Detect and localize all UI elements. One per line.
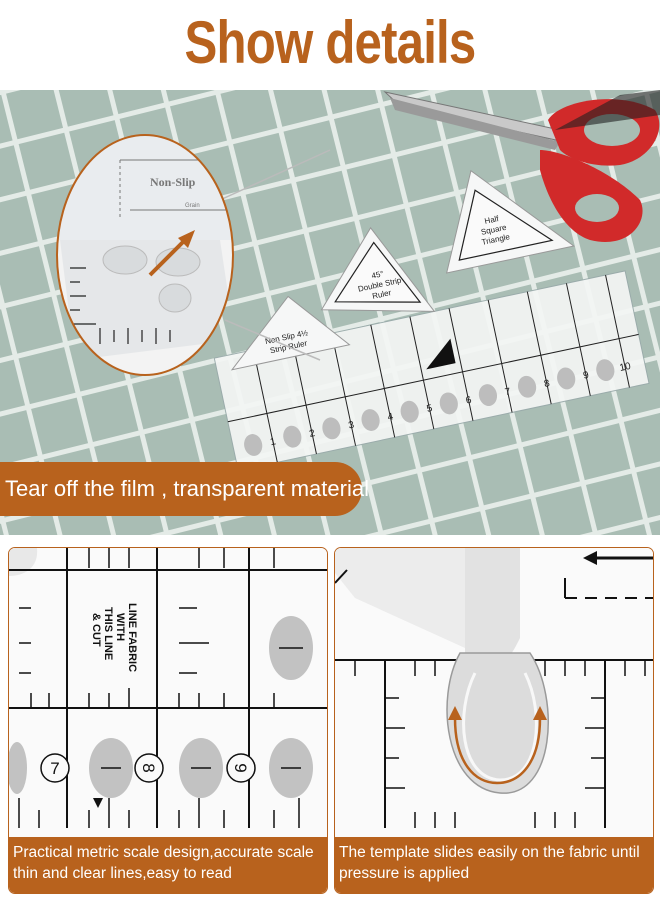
scale-closeup: 7 8 9 LINE FABRIC WITH THIS LINE & CUT [9,548,327,893]
banner [0,462,362,516]
strip-ruler [213,270,650,472]
scale-number-8: 8 [139,763,158,772]
slide-detail-panel: The template slides easily on the fabric… [334,547,654,894]
slide-caption-line-2: pressure is applied [339,865,470,882]
line-fabric-text-1: LINE FABRIC [126,603,138,672]
magnified-film-detail: Non-Slip Grain [57,135,233,375]
half-square-label-1: Half [484,214,501,226]
number-circle [226,753,256,783]
ruler-number: 6 [465,395,473,407]
double-strip-triangle: 45° Double Strip Ruler [320,226,436,312]
ruler-number: 5 [426,403,434,415]
slide-arrow [453,717,542,785]
notch-opening [446,652,549,794]
cutting-mat-photo: 1 2 3 4 5 6 7 8 9 10 Non Slip 4½ Strip R… [0,90,660,535]
scissors-image [383,90,660,242]
notch-closeup [335,548,653,893]
arrow-head-icon [448,706,462,720]
arrow-head-icon [533,706,547,720]
slide-caption: The template slides easily on the fabric… [335,837,653,893]
grain-label: Grain [185,203,200,209]
ruler-number: 10 [619,361,633,374]
line-fabric-text-3: THIS LINE [102,607,114,660]
scale-detail-panel: 7 8 9 LINE FABRIC WITH THIS LINE & CUT P… [8,547,328,894]
page-title: Show details [184,9,477,76]
scale-caption: Practical metric scale design,accurate s… [9,837,327,893]
scale-caption-line-2: thin and clear lines,easy to read [13,865,232,882]
ruler-number: 2 [308,428,316,440]
ruler-number: 8 [543,378,551,390]
ruler-number: 4 [387,411,395,423]
double-strip-label-3: Ruler [371,288,392,301]
scale-number-7: 7 [50,759,59,778]
number-circle [134,753,164,783]
ruler-number: 3 [347,420,355,432]
ruler-number: 7 [504,386,512,398]
line-fabric-text-4: & CUT [90,613,102,647]
double-strip-label-1: 45° [371,269,385,280]
line-fabric-note: LINE FABRIC WITH THIS LINE & CUT [90,603,138,672]
ruler-number: 1 [269,436,277,448]
magnifier-circle [56,134,234,376]
scale-number-9: 9 [231,763,250,772]
slide-caption-line-1: The template slides easily on the fabric… [339,844,640,861]
ruler-number: 9 [582,370,590,382]
ruler-set: 1 2 3 4 5 6 7 8 9 10 Non Slip 4½ Strip R… [213,169,650,472]
number-circle [40,753,70,783]
line-fabric-text-2: WITH [114,613,126,641]
scale-caption-line-1: Practical metric scale design,accurate s… [13,844,314,861]
product-photo: 1 2 3 4 5 6 7 8 9 10 Non Slip 4½ Strip R… [0,90,660,535]
banner-text: Tear off the film , transparent material [5,476,369,501]
non-slip-label: Non-Slip [150,175,196,189]
half-square-triangle: Half Square Triangle [445,169,576,274]
